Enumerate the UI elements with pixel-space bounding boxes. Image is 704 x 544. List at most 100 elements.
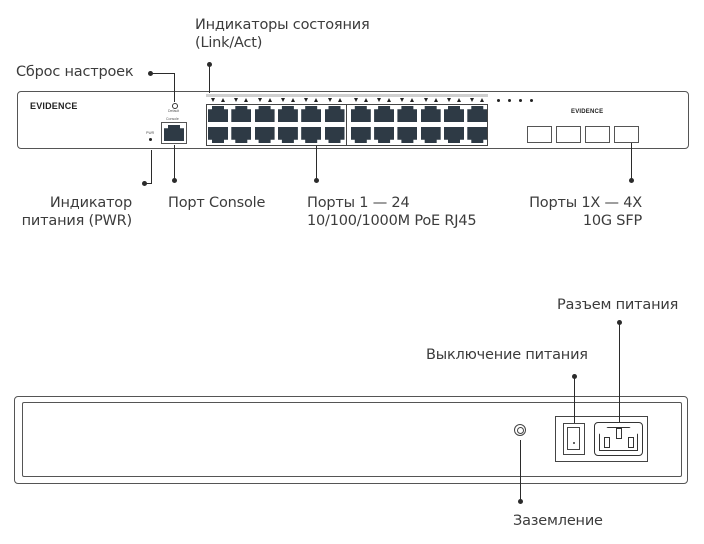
- ports-label: Порты 1 — 24 10/100/1000M PoE RJ45: [307, 194, 477, 230]
- rj45-port-14[interactable]: [350, 127, 371, 143]
- power-connector[interactable]: [594, 422, 643, 456]
- ground-screw-icon: [514, 424, 526, 436]
- link-act-led-icon: [234, 98, 239, 102]
- rj45-port-22[interactable]: [444, 127, 464, 143]
- neutral-pin-icon: [628, 437, 634, 448]
- rj45-port-10[interactable]: [301, 127, 322, 143]
- rj45-port-block: [206, 104, 488, 146]
- status-indicators-line1: Индикаторы состояния: [195, 17, 370, 33]
- rj45-port-18[interactable]: [397, 127, 418, 143]
- power-switch-leader: [574, 376, 576, 423]
- rj45-port-2[interactable]: [208, 127, 228, 143]
- power-module: [555, 416, 648, 462]
- link-act-led-icon: [400, 98, 405, 102]
- ports-label-line2: 10/100/1000M PoE RJ45: [307, 213, 477, 229]
- rj45-port-1[interactable]: [208, 106, 228, 122]
- rj45-port-7[interactable]: [277, 106, 298, 122]
- pwr-led: [149, 138, 152, 141]
- console-small-label: Console: [166, 117, 179, 121]
- rj45-port-16[interactable]: [374, 127, 395, 143]
- rear-panel-inner: [22, 402, 682, 477]
- console-leader: [174, 145, 176, 179]
- rj45-port-5[interactable]: [254, 106, 275, 122]
- power-switch[interactable]: [563, 423, 585, 455]
- sfp-port-2x[interactable]: [556, 126, 581, 143]
- link-act-led-icon: [304, 98, 309, 102]
- power-connector-leader: [619, 322, 621, 422]
- rj45-port-15[interactable]: [374, 106, 395, 122]
- link-act-led-icon: [433, 98, 438, 102]
- sfp-led-3x: [519, 99, 522, 102]
- console-dot: [172, 178, 177, 183]
- console-port[interactable]: [161, 122, 187, 144]
- sfp-port-3x[interactable]: [585, 126, 610, 143]
- pwr-label: Индикатор питания (PWR): [16, 194, 133, 230]
- link-act-led-icon: [457, 98, 461, 102]
- sfp-label: Порты 1X — 4X 10G SFP: [520, 194, 642, 230]
- pwr-label-line1: Индикатор: [49, 195, 132, 211]
- rear-panel-outer: [14, 396, 688, 484]
- reset-small-label: Default: [168, 109, 180, 113]
- link-act-led-icon: [423, 98, 428, 102]
- rj45-port-17[interactable]: [397, 106, 418, 122]
- rj45-port-11[interactable]: [324, 106, 345, 122]
- rj45-port-9[interactable]: [301, 106, 322, 122]
- pwr-label-line2: питания (PWR): [21, 213, 133, 229]
- rj45-port-20[interactable]: [420, 127, 441, 143]
- brand-logo: EVIDENCE: [30, 101, 78, 111]
- link-act-led-icon: [290, 98, 295, 102]
- console-jack-icon: [164, 125, 184, 141]
- status-indicators-leader: [209, 64, 211, 93]
- link-act-led-icon: [377, 98, 382, 102]
- link-act-led-icon: [410, 98, 415, 102]
- grounding-leader: [520, 440, 522, 500]
- pwr-leader-h: [145, 183, 152, 185]
- link-act-led-icon: [211, 98, 215, 102]
- link-act-led-icon: [257, 98, 262, 102]
- reset-leader-v: [174, 73, 176, 102]
- sfp-led-4x: [530, 99, 533, 102]
- ports-dot: [314, 178, 319, 183]
- link-act-led-icon: [327, 98, 332, 102]
- rj45-port-24[interactable]: [467, 127, 488, 143]
- rj45-port-21[interactable]: [444, 106, 464, 122]
- rj45-port-12[interactable]: [324, 127, 345, 143]
- reset-leader-h: [150, 73, 175, 75]
- power-switch-label: Выключение питания: [426, 347, 588, 363]
- rj45-port-23[interactable]: [467, 106, 488, 122]
- reset-button[interactable]: [172, 103, 178, 109]
- sfp-port-1x[interactable]: [527, 126, 552, 143]
- rj45-port-4[interactable]: [231, 127, 252, 143]
- reset-label: Сброс настроек: [16, 64, 134, 80]
- pwr-leader-v: [151, 150, 153, 184]
- link-act-led-icon: [280, 98, 285, 102]
- sfp-leader: [631, 143, 633, 179]
- led-strip: [206, 94, 488, 97]
- rj45-port-19[interactable]: [420, 106, 441, 122]
- link-act-led-icon: [353, 98, 358, 102]
- link-act-led-icon: [221, 98, 225, 102]
- link-act-led-icon: [337, 98, 342, 102]
- ports-leader: [316, 146, 318, 179]
- sfp-label-line1: Порты 1X — 4X: [529, 195, 642, 211]
- link-act-led-icon: [480, 98, 485, 102]
- link-act-led-icon: [244, 98, 249, 102]
- sfp-port-4x[interactable]: [614, 126, 639, 143]
- rj45-block-divider: [346, 104, 347, 146]
- grounding-dot: [518, 499, 523, 504]
- console-label: Порт Console: [168, 195, 266, 211]
- sfp-led-2x: [508, 99, 511, 102]
- rj45-port-6[interactable]: [254, 127, 275, 143]
- rj45-port-8[interactable]: [277, 127, 298, 143]
- sfp-label-line2: 10G SFP: [582, 213, 642, 229]
- power-connector-label: Разъем питания: [557, 297, 679, 313]
- pwr-small-label: PWR: [146, 131, 155, 135]
- ports-label-line1: Порты 1 — 24: [307, 195, 410, 211]
- rj45-port-3[interactable]: [231, 106, 252, 122]
- live-pin-icon: [604, 437, 610, 448]
- sfp-dot: [629, 178, 634, 183]
- link-act-led-icon: [387, 98, 392, 102]
- link-act-led-icon: [314, 98, 319, 102]
- rj45-port-13[interactable]: [350, 106, 371, 122]
- link-act-led-icon: [267, 98, 272, 102]
